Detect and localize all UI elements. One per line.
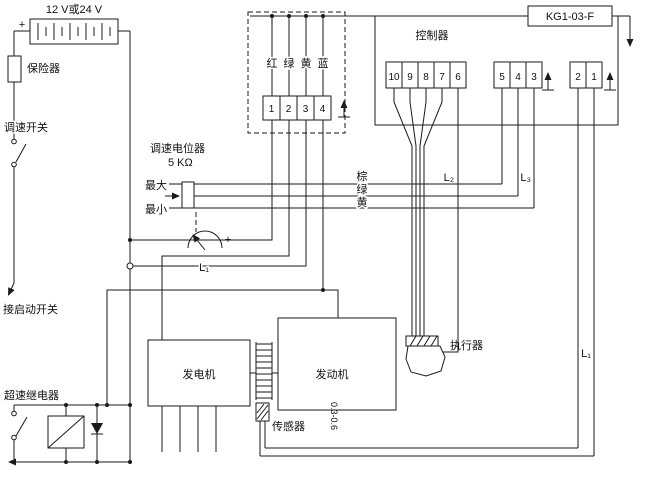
signal-wires: 棕 绿 黄 L₂ L₃: [194, 88, 535, 211]
engine-label: 发动机: [316, 367, 349, 381]
speed-switch-label: 调速开关: [4, 120, 48, 134]
dashed-enclosure: [247, 11, 346, 134]
potentiometer-label: 调速电位器: [150, 141, 205, 155]
l1-right-label: L₁: [581, 348, 591, 360]
terminal-number: 5: [499, 72, 505, 83]
left-terminal-block: 红 绿 黄 蓝 1 2 3 4: [262, 16, 350, 121]
wire-label-green: 绿: [357, 182, 368, 196]
l2-label: L₂: [444, 172, 454, 184]
min-label: 最小: [145, 203, 167, 216]
actuator-symbol: 执行器: [405, 335, 483, 377]
sensor-label: 传感器: [272, 420, 305, 433]
left-block-wiring: L₁: [106, 120, 339, 405]
wire-label-yellow: 黄: [357, 195, 368, 209]
terminal-number: 9: [407, 72, 413, 83]
battery-voltage-label: 12 V或24 V: [46, 3, 103, 16]
wire-label-red: 红: [267, 57, 278, 70]
battery-plus-sign: +: [19, 19, 25, 31]
start-switch-label: 接启动开关: [3, 302, 58, 316]
generator-box: [147, 339, 251, 407]
terminal-number: 3: [531, 72, 537, 83]
connector-arrow-left-block: [338, 100, 350, 118]
controller-label: 控制器: [416, 28, 449, 42]
speed-switch-symbol: [11, 138, 27, 168]
connector-arrow-far-right-block: [604, 72, 616, 91]
terminal-number: 8: [423, 72, 429, 83]
diode-symbol: [91, 405, 103, 462]
relay-contact-bottom: [11, 434, 17, 441]
gap-spec-label: 0.3-0.6: [329, 402, 339, 430]
terminal-number: 4: [320, 104, 326, 115]
terminal-number: 6: [455, 72, 461, 83]
model-label: KG1-03-F: [546, 11, 595, 23]
engine-box: [277, 317, 397, 411]
overspeed-relay-label: 超速继电器: [4, 388, 59, 402]
far-right-terminal-block: 2 1: [569, 61, 616, 91]
relay-contact-top: [11, 410, 17, 417]
fuse-label: 保险器: [27, 61, 60, 75]
wire-label-yellow-top: 黄: [301, 56, 312, 70]
terminal-number: 2: [575, 72, 581, 83]
middle-terminal-block: 10 9 8 7 6: [385, 61, 467, 89]
max-label: 最大: [145, 178, 167, 192]
terminal-number: 7: [439, 72, 445, 83]
terminal-number: 4: [515, 72, 521, 83]
engine-symbol: 发动机: [277, 317, 397, 411]
model-box: KG1-03-F: [527, 5, 634, 47]
connector-arrow-right-block: [542, 72, 554, 91]
overspeed-relay-symbol: 超速继电器: [4, 388, 130, 466]
wire-label-blue: 蓝: [318, 57, 329, 70]
actuator-wire-bundle: [393, 88, 459, 353]
right-terminal-block: 5 4 3: [493, 61, 554, 91]
terminal-number: 3: [303, 104, 309, 115]
controller-box: [374, 15, 619, 126]
generator-symbol: 发电机: [147, 339, 251, 452]
generator-label: 发电机: [183, 367, 216, 381]
wire-label-green-top: 绿: [284, 56, 295, 70]
wire-label-brown: 棕: [357, 169, 368, 183]
terminal-number: 2: [286, 104, 292, 115]
fuse-symbol: [7, 55, 22, 83]
coupling-symbol: [250, 342, 278, 400]
sensor-symbol: 传感器 0.3-0.6: [255, 402, 339, 433]
start-switch-arrow: [8, 282, 15, 296]
actuator-label: 执行器: [450, 338, 483, 352]
relay-contact-blade: [15, 416, 28, 437]
terminal-number: 10: [388, 72, 400, 83]
sensor-wiring: L₁: [259, 88, 595, 457]
battery-box: [29, 18, 119, 45]
potentiometer-value: 5 KΩ: [168, 157, 193, 169]
junction-open-circle: [126, 262, 134, 270]
battery-cells: [37, 23, 111, 40]
terminal-number: 1: [591, 72, 597, 83]
battery-symbol: 12 V或24 V +: [14, 3, 130, 45]
junction-dots: [12, 14, 325, 464]
l1-left-label: L₁: [199, 262, 209, 274]
l3-label: L₃: [520, 172, 531, 184]
terminal-number: 1: [269, 104, 275, 115]
left-supply-wire: 保险器 调速开关 接启动开关: [3, 31, 60, 316]
